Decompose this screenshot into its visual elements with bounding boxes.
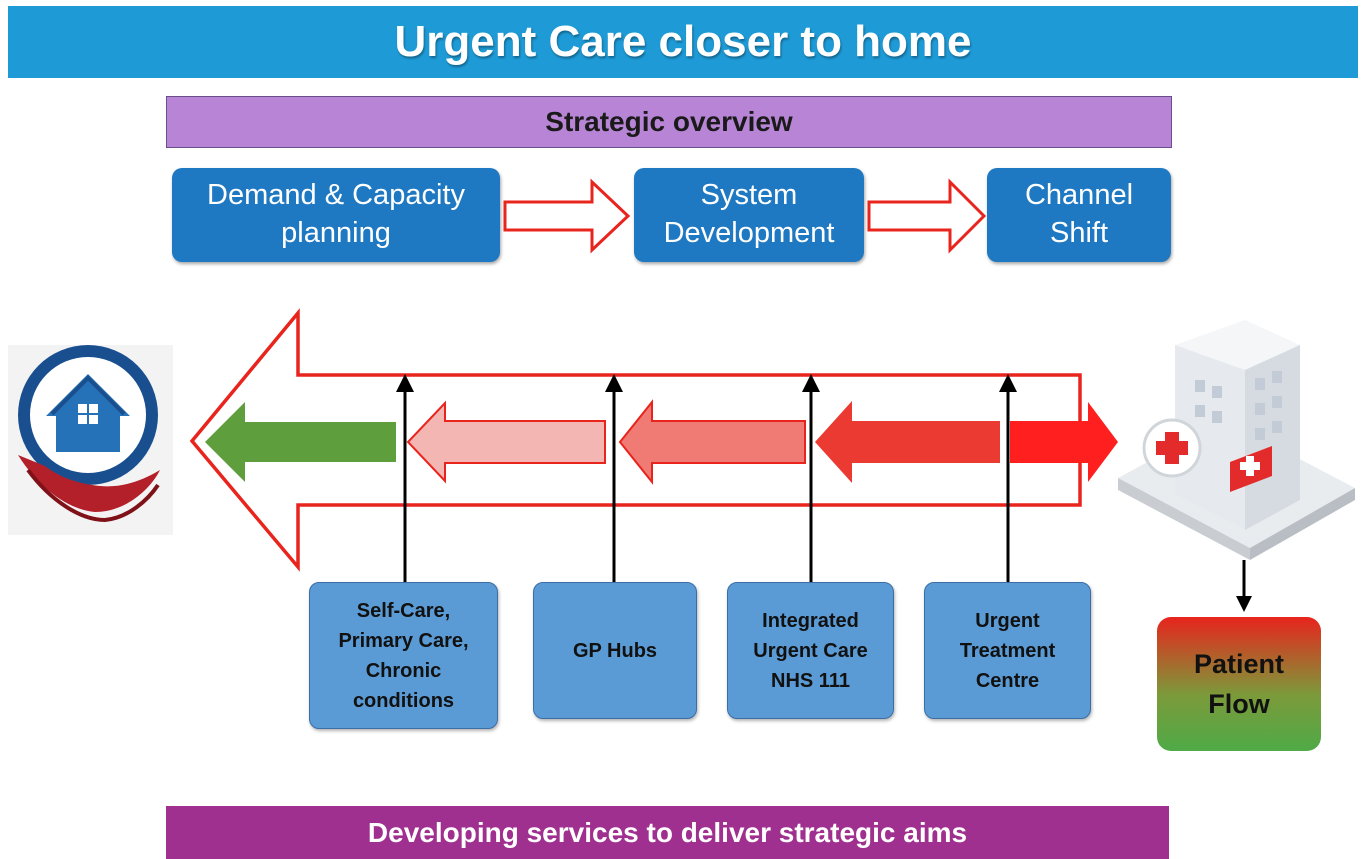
patient-flow-line: Flow — [1208, 689, 1270, 719]
footer-banner: Developing services to deliver strategic… — [166, 806, 1169, 859]
service-line: Centre — [975, 669, 1040, 692]
patient-flow-arrowhead — [1236, 596, 1252, 612]
service-line: Chronic — [365, 659, 442, 682]
stage-line: Shift — [1049, 217, 1109, 249]
service-line: Urgent Care — [753, 639, 868, 662]
service-arrowhead — [802, 374, 820, 392]
service-arrowhead — [605, 374, 623, 392]
big-left-arrow-outline — [189, 308, 1082, 572]
segment-arrow-pink — [618, 399, 806, 485]
service-line: Urgent — [975, 609, 1040, 632]
service-arrowhead — [396, 374, 414, 392]
service-line: Integrated — [762, 609, 859, 632]
patient-flow-line: Patient — [1193, 648, 1285, 679]
service-line: conditions — [352, 689, 455, 712]
segment-arrow-light-pink — [406, 400, 606, 484]
segment-arrow-red — [815, 401, 1000, 483]
stage-line: Channel — [1024, 179, 1134, 212]
service-line: GP Hubs — [572, 639, 658, 662]
segment-arrow-green — [205, 402, 396, 482]
service-line: Self-Care, — [356, 599, 451, 622]
service-arrowhead — [999, 374, 1017, 392]
service-line: NHS 111 — [771, 669, 850, 692]
service-self-care: Self-Care, Primary Care, Chronic conditions — [309, 582, 498, 729]
stage-line: System — [700, 179, 798, 212]
hospital-icon — [1118, 320, 1355, 560]
stage-demand-capacity: Demand & Capacity planning — [172, 168, 500, 262]
stage-line: planning — [281, 217, 391, 249]
stage-connector-arrow — [503, 178, 631, 254]
stage-connector-arrow — [867, 178, 987, 254]
strategic-overview-header: Strategic overview — [166, 96, 1172, 148]
stage-line: Development — [663, 217, 835, 249]
service-line: Primary Care, — [338, 629, 469, 652]
service-line: Treatment — [959, 639, 1056, 662]
home-care-icon — [8, 345, 173, 535]
segment-arrow-red-right — [1010, 402, 1118, 482]
service-gp-hubs: GP Hubs — [533, 582, 697, 719]
page-title: Urgent Care closer to home — [8, 6, 1358, 78]
stage-line: Demand & Capacity — [207, 179, 465, 212]
